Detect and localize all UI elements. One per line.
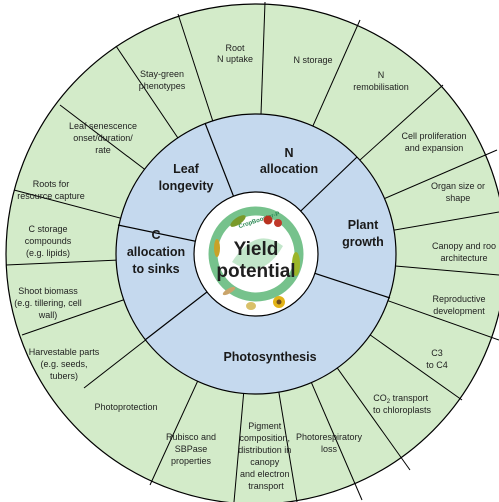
cat-plant-growth-line2: growth <box>342 235 384 249</box>
seg-photoprotection: Photoprotection <box>94 402 157 412</box>
center-title-line2: potential <box>216 261 295 282</box>
cat-leaf-longevity-line2: longevity <box>159 179 214 193</box>
seg-co2-transport: CO2 transport to chloroplasts <box>373 393 432 415</box>
fruit-icon-2 <box>274 219 282 227</box>
rice-icon <box>222 286 236 296</box>
seg-n-storage: N storage <box>293 55 332 65</box>
logo-leaf-icon <box>232 238 283 270</box>
fruit-icon <box>263 215 273 225</box>
cat-c-allocation-line2: allocation <box>127 245 185 259</box>
cat-leaf-longevity-line1: Leaf <box>173 162 200 176</box>
cat-c-allocation-line1: C <box>151 228 160 242</box>
seg-harvestable: Harvestable parts(e.g. seeds,tubers) <box>29 347 100 381</box>
cat-n-allocation-line2: allocation <box>260 162 318 176</box>
cat-photosynthesis: Photosynthesis <box>223 350 316 364</box>
pepper-icon <box>292 252 300 276</box>
cat-plant-growth-line1: Plant <box>348 218 379 232</box>
sunflower-center-icon <box>276 299 282 305</box>
seg-pigment: Pigment composition, distribution in can… <box>238 421 294 491</box>
cat-n-allocation-line1: N <box>284 146 293 160</box>
corn-icon <box>214 239 220 257</box>
crop-icons <box>214 215 300 310</box>
leaf-icon <box>230 215 246 227</box>
category-labels: Leaf longevity N allocation Plant growth… <box>127 146 384 364</box>
potato-icon <box>246 302 256 310</box>
center-title-line1: Yield <box>234 239 279 260</box>
cat-c-allocation-line3: to sinks <box>132 262 179 276</box>
